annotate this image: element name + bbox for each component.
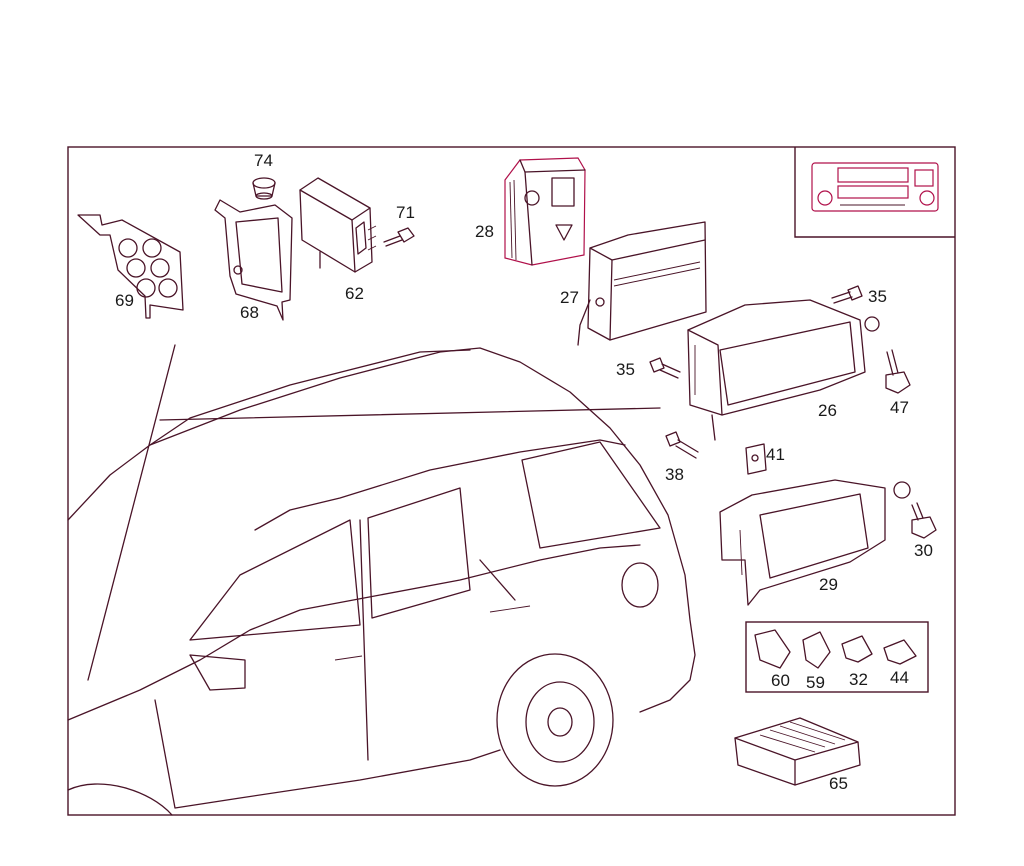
part-27-radio — [577, 221, 707, 346]
part-74-grommet — [252, 177, 276, 200]
label-68: 68 — [240, 303, 259, 322]
part-35-screw-left — [649, 357, 681, 379]
part-30-knob — [911, 502, 937, 539]
part-35-screw-top — [831, 285, 863, 304]
label-62: 62 — [345, 284, 364, 303]
part-47-knob — [885, 349, 911, 394]
label-27: 27 — [560, 288, 579, 307]
part-65-amplifier — [734, 717, 861, 786]
label-44: 44 — [890, 668, 909, 687]
part-69-bracket — [77, 214, 184, 319]
clips-inset — [745, 621, 929, 693]
part-38-screw — [665, 431, 699, 459]
label-30: 30 — [914, 541, 933, 560]
part-41-clip — [745, 443, 767, 475]
part-71-screw — [383, 227, 415, 247]
part-68-frame — [214, 199, 293, 321]
label-41: 41 — [766, 445, 785, 464]
label-32: 32 — [849, 670, 868, 689]
label-60: 60 — [771, 671, 790, 690]
label-28: 28 — [475, 222, 494, 241]
label-26: 26 — [818, 401, 837, 420]
part-26-mount — [687, 299, 880, 441]
part-29-mount — [719, 479, 911, 606]
part-62-module — [299, 177, 377, 273]
label-71: 71 — [396, 203, 415, 222]
label-29: 29 — [819, 575, 838, 594]
label-35-top: 35 — [868, 287, 887, 306]
label-65: 65 — [829, 774, 848, 793]
label-74: 74 — [254, 151, 273, 170]
label-38: 38 — [665, 465, 684, 484]
vehicle-outline — [67, 344, 696, 816]
radio-inset — [794, 147, 955, 238]
label-59: 59 — [806, 673, 825, 692]
diagram-frame — [67, 146, 956, 816]
label-35-left: 35 — [616, 360, 635, 379]
label-69: 69 — [115, 291, 134, 310]
label-47: 47 — [890, 398, 909, 417]
part-28-cd-changer — [504, 157, 586, 266]
